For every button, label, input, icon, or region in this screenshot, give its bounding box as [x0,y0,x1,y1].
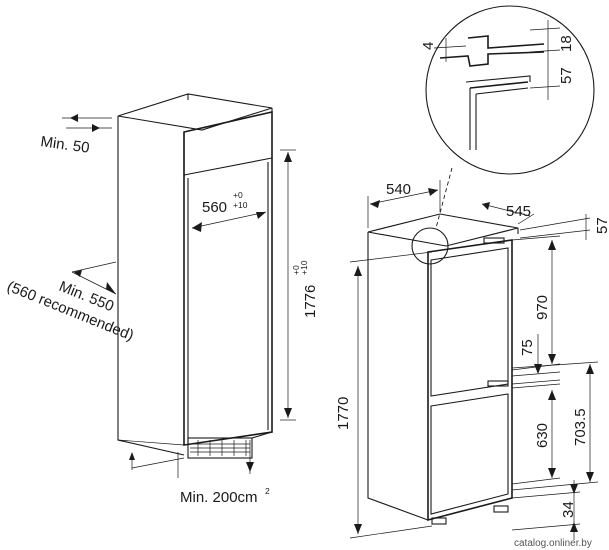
label-min-50: Min. 50 [39,133,90,157]
dim-fridge-door: 970 [511,235,561,371]
label-detail-4: 4 [420,42,437,50]
label-niche-height-tol-bottom: +10 [299,260,309,275]
label-niche-width-tol-top: +0 [233,190,243,200]
label-vent-area: Min. 200cm [180,489,258,506]
label-fridge-door: 970 [534,295,551,320]
label-appliance-height: 1770 [335,397,352,430]
dim-bottom: 34 [511,480,581,540]
label-niche-width: 560 [202,199,227,216]
dim-freezer-height: 703.5 [511,361,599,491]
dim-top-offset: 57 [519,214,609,240]
detail-magnifier [411,5,595,265]
dim-niche-width: 560 +0 +10 [191,190,267,232]
label-niche-height-tol-top: +0 [291,265,301,275]
dim-appliance-depth: 545 [481,202,535,225]
label-detail-18: 18 [558,35,575,52]
dim-min-50: Min. 50 [39,114,112,157]
label-top-offset: 57 [594,217,609,234]
label-gap: 75 [519,339,536,356]
label-appliance-width: 540 [386,181,411,198]
vent-grill [190,440,250,456]
label-detail-57: 57 [558,67,575,84]
label-appliance-depth: 545 [506,203,531,220]
appliance-body [367,213,519,525]
watermark: catalog.onliner.by [514,538,592,549]
dim-appliance-height: 1770 [335,251,433,539]
label-bottom: 34 [560,501,577,518]
label-freezer-door: 630 [534,423,551,448]
label-vent-area-sup: 2 [265,486,270,496]
label-niche-width-tol-bottom: +10 [233,200,248,210]
label-niche-height: 1776 [302,285,319,318]
label-freezer-height: 703.5 [572,408,589,446]
niche-cabinet [117,93,273,459]
dim-niche-height: 1776 +0 +10 [280,149,319,421]
dim-freezer-door: 630 [511,383,561,485]
dim-niche-depth: Min. 550 (560 recommended) [5,261,136,344]
dim-vent-area: Min. 200cm 2 [129,440,270,506]
dim-gap: 75 [511,334,561,385]
dim-appliance-width: 540 [367,180,441,228]
